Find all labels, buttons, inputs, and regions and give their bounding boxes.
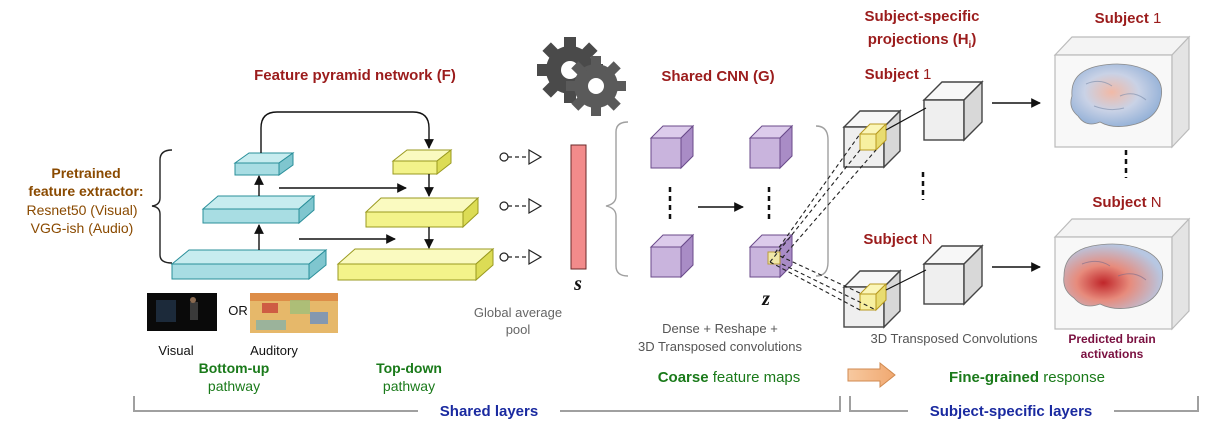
- subject-layers-label: Subject-specific layers: [930, 403, 1093, 420]
- pretrained-label-line1: Pretrained: [51, 165, 120, 181]
- s-symbol: s: [573, 273, 582, 295]
- fine-label: Fine-grained response: [949, 369, 1105, 386]
- subject-1-brain-box: [1053, 35, 1191, 149]
- vggish-label: VGG-ish (Audio): [31, 220, 134, 236]
- shared-cnn-title: Shared CNN (G): [661, 68, 774, 85]
- z-symbol: z: [761, 288, 770, 310]
- subject-n-brain-image: [1063, 243, 1164, 309]
- gear-icon: [537, 37, 626, 116]
- auditory-input-image: [250, 293, 338, 333]
- dense-label-line2: 3D Transposed convolutions: [638, 339, 803, 354]
- subject-layers-bracket: [849, 396, 1199, 412]
- top-down-pyramid: [336, 148, 495, 282]
- top-down-level-3: [391, 148, 453, 176]
- subject-n-cube-back: [922, 244, 984, 306]
- subject-1-link: [885, 107, 927, 131]
- bottom-up-level-2: [201, 194, 316, 225]
- pyramid-arrows: [254, 111, 434, 250]
- pretrained-label-line2: feature extractor:: [28, 183, 143, 199]
- subject-projections-title-line2: projections (Hi): [868, 31, 977, 51]
- coarse-to-fine-arrow: [847, 361, 896, 389]
- subject-n-output-label: Subject N: [1092, 194, 1161, 211]
- predicted-label-line1: Predicted brain: [1068, 332, 1155, 346]
- subject-1-label: Subject 1: [865, 66, 932, 83]
- subject-n-label: Subject N: [863, 231, 932, 248]
- coarse-ellipsis: [668, 187, 771, 222]
- pretrained-brace: [151, 149, 173, 264]
- subject-n-cube-front: [842, 269, 902, 329]
- dense-label-line1: Dense + Reshape +: [662, 321, 778, 336]
- coarse-label: Coarse feature maps: [658, 369, 801, 386]
- visual-input-image: [147, 293, 217, 331]
- visual-label: Visual: [158, 343, 193, 358]
- coarse-cube-top-right: [748, 124, 794, 170]
- gap-label-line1: Global average: [474, 305, 562, 320]
- predicted-label-line2: activations: [1081, 347, 1144, 361]
- bottom-up-pyramid: [170, 152, 328, 281]
- subject-1-cube-back: [922, 80, 984, 142]
- coarse-cube-top-left: [649, 124, 695, 170]
- shared-layers-bracket: [133, 396, 841, 412]
- bottom-up-level-1: [170, 248, 328, 281]
- subject-1-output-label: Subject 1: [1095, 10, 1162, 27]
- resnet-label: Resnet50 (Visual): [26, 202, 137, 218]
- transposed-label: 3D Transposed Convolutions: [871, 331, 1038, 346]
- shared-cnn-brace: [605, 121, 629, 277]
- gap-label-line2: pool: [506, 322, 531, 337]
- subject-1-brain-image: [1070, 63, 1163, 127]
- auditory-label: Auditory: [250, 343, 298, 358]
- coarse-cube-bottom-left: [649, 233, 695, 279]
- shared-cnn-brace-right: [815, 125, 829, 277]
- subject-n-brain-box: [1053, 217, 1191, 331]
- top-down-pathway-label: pathway: [383, 378, 435, 394]
- or-label: OR: [228, 303, 248, 318]
- fpn-title: Feature pyramid network (F): [254, 67, 456, 84]
- top-down-label: Top-down: [376, 360, 442, 376]
- output-connectors: [499, 148, 543, 266]
- subject-projections-title-line1: Subject-specific: [864, 8, 979, 25]
- projection-dashes: [769, 133, 877, 311]
- subject-n-link: [885, 269, 927, 291]
- bottom-up-level-3: [233, 152, 295, 176]
- shared-layers-label: Shared layers: [440, 403, 538, 420]
- bottom-up-label: Bottom-up: [199, 360, 270, 376]
- top-down-level-2: [364, 196, 480, 229]
- top-down-level-1: [336, 247, 495, 282]
- subject-1-cube-front: [842, 109, 902, 169]
- bottom-up-pathway-label: pathway: [208, 378, 260, 394]
- embedding-bar: [570, 144, 587, 270]
